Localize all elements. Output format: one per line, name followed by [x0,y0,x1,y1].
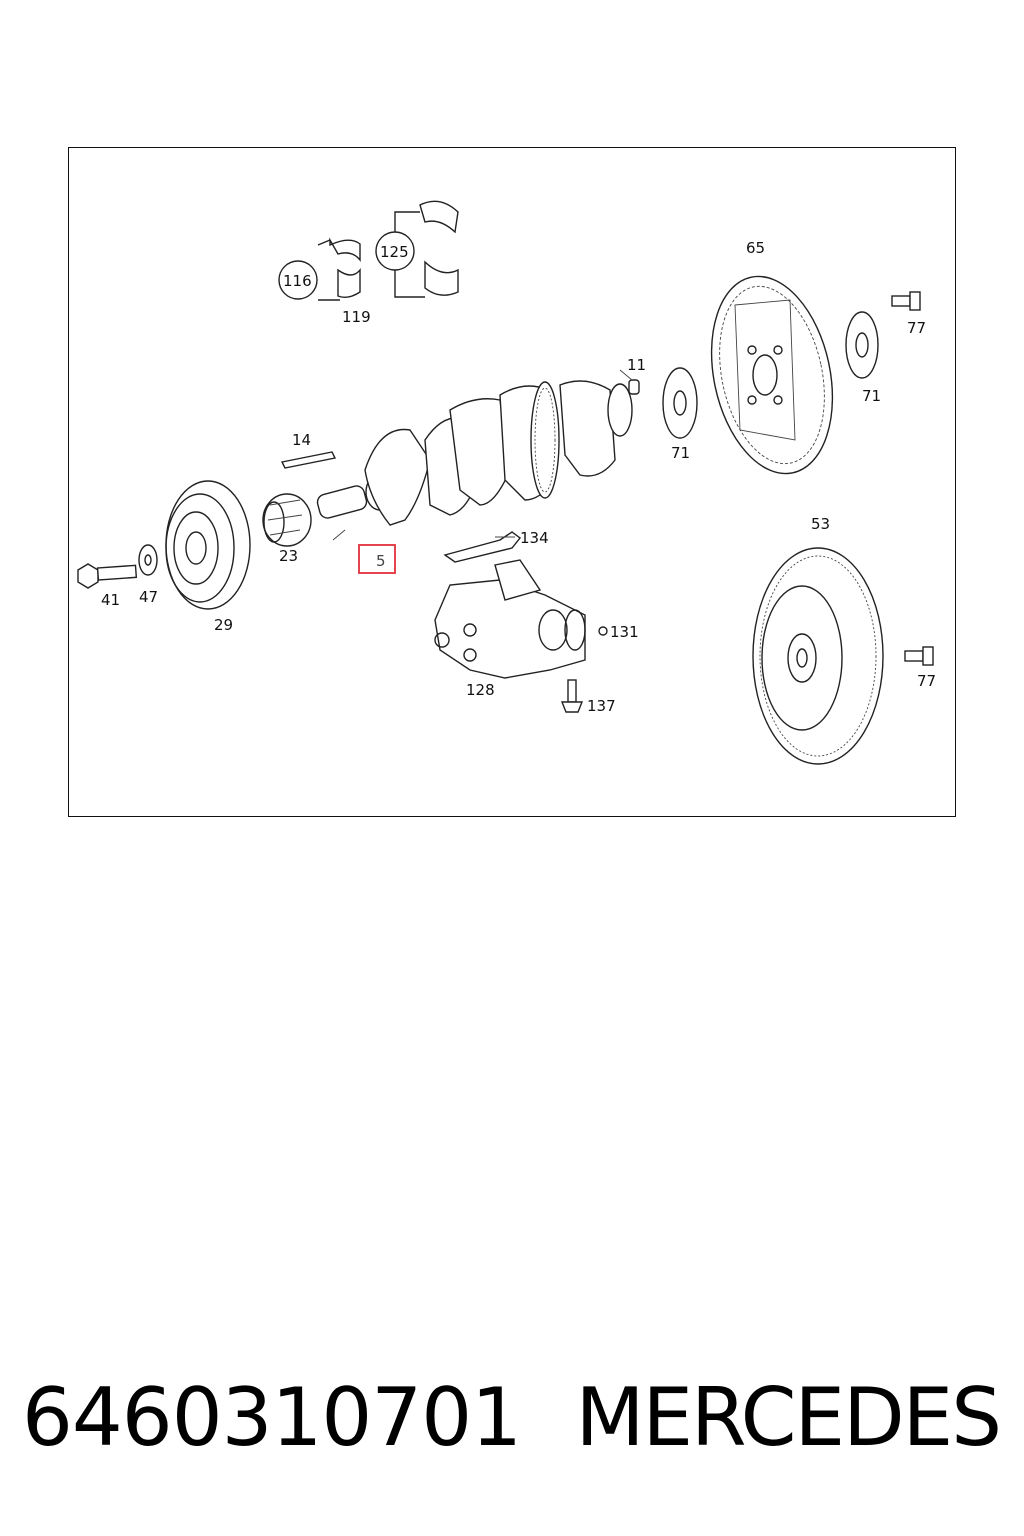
nut-131 [598,626,608,636]
callout-128: 128 [466,681,495,699]
crankshaft [316,380,633,526]
callout-71-upper: 71 [862,387,881,405]
exploded-parts-diagram: 116 125 119 65 77 11 71 71 14 134 23 29 … [77,200,936,765]
washer [138,544,158,576]
callout-77-upper: 77 [907,319,926,337]
callout-11: 11 [627,356,646,374]
callout-137: 137 [587,697,616,715]
callout-circle-116 [278,260,318,300]
callout-131: 131 [610,623,639,641]
dowel-pin [628,379,640,395]
brand-name: MERCEDES [575,1371,1002,1464]
diagram-frame [68,147,956,817]
woodruff-key [280,451,337,469]
damper-bolt [77,563,138,589]
bolt-137 [560,679,584,713]
highlight-box-part-5 [358,544,396,574]
callout-71-lower: 71 [671,444,690,462]
callout-29: 29 [214,616,233,634]
retaining-plate [443,531,521,563]
callout-65: 65 [746,239,765,257]
callout-53: 53 [811,515,830,533]
callout-134: 134 [520,529,549,547]
oil-pump-assembly [434,559,586,679]
flywheel [752,547,884,765]
vibration-damper [165,480,251,610]
callout-41: 41 [101,591,120,609]
bearing-shells-group [278,200,459,301]
callout-125: 125 [380,243,409,261]
callout-23: 23 [279,547,298,565]
bolt-77-lower [904,646,934,666]
flex-plate [710,275,834,475]
callout-5: 5 [376,552,386,570]
callout-116: 116 [283,272,312,290]
bolt-77-upper [891,291,921,311]
spacer-disc-upper [845,311,879,379]
spacer-disc-lower [662,367,698,439]
part-number: 6460310701 [22,1371,522,1464]
callout-47: 47 [139,588,158,606]
callout-119: 119 [342,308,371,326]
footer: 6460310701 MERCEDES [0,1368,1024,1468]
callout-77-lower: 77 [917,672,936,690]
callout-14: 14 [292,431,311,449]
crank-gear [262,493,312,547]
